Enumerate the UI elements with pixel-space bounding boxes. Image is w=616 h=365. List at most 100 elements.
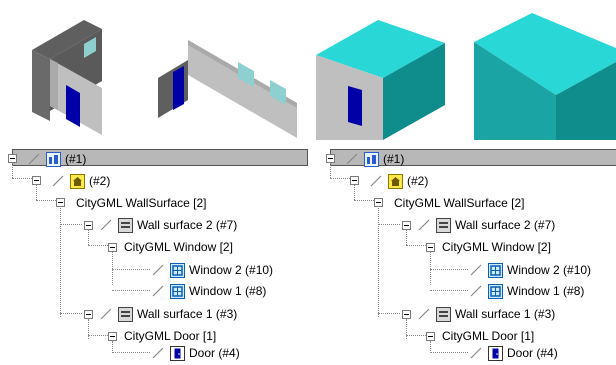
tree-connector (60, 313, 82, 314)
city-model-icon (364, 151, 379, 167)
node-label: CityGML Door [1] (442, 329, 535, 343)
building-icon (388, 173, 403, 189)
tree-node-wall-surface-2[interactable]: Wall surface 2 (#7) (418, 216, 555, 234)
tree-connector (354, 200, 374, 201)
tree-connector (36, 180, 37, 200)
door-shape (173, 66, 184, 110)
window-icon (170, 283, 185, 299)
visibility-icon[interactable] (470, 264, 482, 276)
tree-connector (60, 202, 61, 317)
tree-node-window-1[interactable]: Window 1 (#8) (152, 282, 266, 300)
node-label: Wall surface 2 (#7) (455, 218, 556, 232)
tree-node-door-group[interactable]: CityGML Door [1] (442, 327, 534, 345)
tree-node-wall-surface-1[interactable]: Wall surface 1 (#3) (418, 305, 555, 323)
tree-connector (112, 341, 113, 351)
tree-connector (378, 224, 400, 225)
tree-node-window-2[interactable]: Window 2 (#10) (152, 261, 273, 279)
city-model-icon (46, 151, 61, 167)
expand-toggle[interactable] (326, 154, 335, 163)
expand-toggle[interactable] (108, 243, 117, 252)
tree-node-door-group[interactable]: CityGML Door [1] (124, 327, 216, 345)
visibility-icon[interactable] (346, 153, 358, 165)
node-label: Wall surface 1 (#3) (137, 307, 238, 321)
expand-toggle[interactable] (84, 310, 93, 319)
tree-node-city-model[interactable]: (#1) (28, 150, 86, 168)
window-icon (488, 283, 503, 299)
viewport-building-2 (474, 13, 616, 140)
tree-connector (112, 247, 113, 285)
tree-node-window-1[interactable]: Window 1 (#8) (470, 282, 584, 300)
wall-surface-icon (436, 217, 451, 233)
node-label: Window 1 (#8) (507, 284, 585, 298)
visibility-icon[interactable] (470, 285, 482, 297)
tree-connector (430, 247, 431, 285)
node-label: CityGML Window [2] (442, 240, 551, 254)
wall-surface-icon (436, 306, 451, 322)
visibility-icon[interactable] (100, 308, 112, 320)
box-right (556, 62, 616, 140)
tree-connector (88, 245, 108, 246)
expand-toggle[interactable] (56, 198, 65, 207)
tree-node-city-model[interactable]: (#1) (346, 150, 404, 168)
node-label: (#1) (65, 152, 87, 166)
window-shape (84, 37, 96, 58)
visibility-icon[interactable] (52, 175, 64, 187)
tree-view-left: (#1) (#2) CityGML WallSurface [2] Wall s… (0, 145, 308, 365)
wall-surface-2-face (32, 20, 102, 59)
tree-node-door[interactable]: Door (#4) (470, 344, 558, 362)
node-label: Wall surface 1 (#3) (455, 307, 556, 321)
visibility-icon[interactable] (370, 175, 382, 187)
tree-node-window-2[interactable]: Window 2 (#10) (470, 261, 591, 279)
tree-connector (378, 313, 400, 314)
expand-toggle[interactable] (426, 243, 435, 252)
building-right (383, 43, 445, 140)
tree-node-wallsurface-group[interactable]: CityGML WallSurface [2] (394, 194, 524, 212)
tree-connector (88, 335, 108, 336)
building-top (316, 20, 445, 78)
visibility-icon[interactable] (418, 219, 430, 231)
tree-connector (430, 290, 468, 291)
visibility-icon[interactable] (152, 347, 164, 359)
visibility-icon[interactable] (470, 347, 482, 359)
expand-toggle[interactable] (350, 176, 359, 185)
expand-toggle[interactable] (374, 198, 383, 207)
visibility-icon[interactable] (100, 219, 112, 231)
tree-connector (354, 180, 355, 200)
expand-toggle[interactable] (426, 332, 435, 341)
expand-toggle[interactable] (402, 221, 411, 230)
tree-connector (430, 341, 431, 351)
wall-surface-icon (118, 306, 133, 322)
tree-node-window-group[interactable]: CityGML Window [2] (442, 238, 551, 256)
tree-connector (88, 225, 89, 245)
node-label: (#1) (383, 152, 405, 166)
node-label: Window 2 (#10) (507, 263, 592, 277)
tree-connector (330, 158, 331, 178)
visibility-icon[interactable] (418, 308, 430, 320)
tree-node-window-group[interactable]: CityGML Window [2] (124, 238, 233, 256)
window-icon (170, 262, 185, 278)
expand-toggle[interactable] (108, 332, 117, 341)
viewport-building-1 (316, 20, 445, 140)
tree-node-building[interactable]: (#2) (370, 172, 428, 190)
node-label: CityGML WallSurface [2] (76, 196, 207, 210)
visibility-icon[interactable] (152, 285, 164, 297)
expand-toggle[interactable] (402, 310, 411, 319)
visibility-icon[interactable] (28, 153, 40, 165)
node-label: CityGML Door [1] (124, 329, 217, 343)
tree-connector (112, 269, 150, 270)
visibility-icon[interactable] (152, 264, 164, 276)
tree-connector (406, 335, 426, 336)
building-icon (70, 173, 85, 189)
tree-node-wall-surface-2[interactable]: Wall surface 2 (#7) (100, 216, 237, 234)
tree-node-wall-surface-1[interactable]: Wall surface 1 (#3) (100, 305, 237, 323)
expand-toggle[interactable] (32, 176, 41, 185)
tree-node-building[interactable]: (#2) (52, 172, 110, 190)
tree-node-door[interactable]: Door (#4) (152, 344, 240, 362)
node-label: Wall surface 2 (#7) (137, 218, 238, 232)
expand-toggle[interactable] (8, 154, 17, 163)
tree-node-wallsurface-group[interactable]: CityGML WallSurface [2] (76, 194, 206, 212)
node-label: CityGML Window [2] (124, 240, 233, 254)
expand-toggle[interactable] (84, 221, 93, 230)
door-shape (348, 86, 362, 126)
tree-connector (12, 178, 32, 179)
